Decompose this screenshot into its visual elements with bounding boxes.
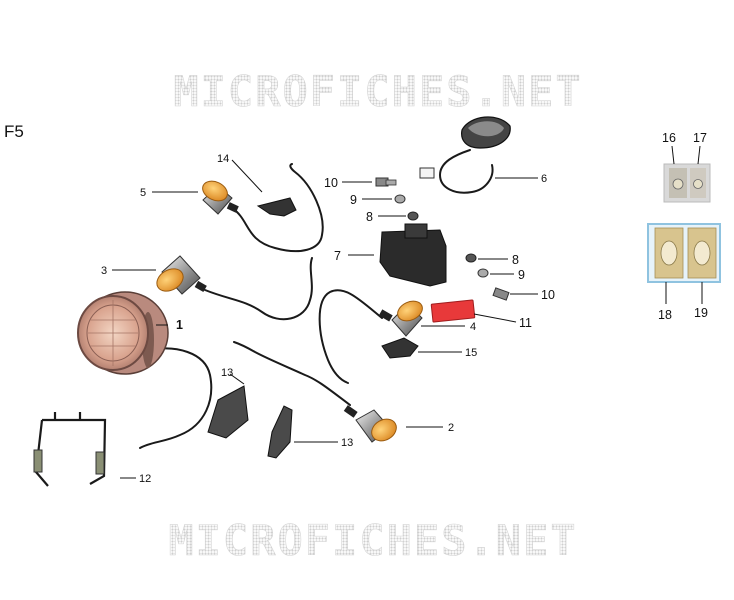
bracket-13-right: [267, 405, 293, 459]
callout-5: 5: [140, 187, 146, 199]
watermark-top-text: MICROFICHES.NET: [173, 67, 582, 116]
bracket-12: [33, 412, 107, 487]
callout-16: 16: [662, 131, 676, 145]
bracket-13-left: [207, 385, 249, 439]
taillight-6: [419, 116, 511, 179]
turn-signal-3: [156, 255, 207, 295]
license-bracket-7: [379, 223, 447, 287]
callout-12: 12: [139, 473, 151, 485]
washer-9-right: [477, 268, 489, 278]
callout-1: 1: [176, 318, 183, 332]
callout-4: 4: [470, 321, 476, 333]
bolt-10-right: [492, 287, 510, 301]
bracket-15: [381, 337, 419, 359]
watermark-top: MICROFICHES.NET: [173, 67, 582, 117]
callout-10-right: 10: [541, 288, 555, 302]
hardware: [375, 177, 510, 301]
callout-11: 11: [519, 316, 532, 330]
callout-7: 7: [334, 249, 341, 263]
callout-8-right: 8: [512, 253, 519, 267]
headlight-1: [77, 291, 169, 375]
figure-label: F5: [4, 122, 24, 141]
callout-10-top: 10: [324, 176, 338, 190]
callout-13-left: 13: [221, 367, 233, 379]
nut-8-top: [407, 211, 419, 221]
bulb-box-18-19: [647, 223, 721, 283]
callout-19: 19: [694, 306, 708, 320]
bulb-box-16-17: [663, 163, 711, 203]
callout-labels: 1 2 3 4 5 6 7 8 8 9 9 10 10 11 12 13 13 …: [101, 131, 708, 485]
turn-signal-4: [378, 300, 423, 337]
callout-6: 6: [541, 173, 547, 185]
callout-9-right: 9: [518, 268, 525, 282]
callout-13-right: 13: [341, 437, 353, 449]
callout-15: 15: [465, 347, 477, 359]
washer-9-top: [394, 194, 406, 204]
callout-14: 14: [217, 153, 229, 165]
callout-3: 3: [101, 265, 107, 277]
leader-lines: [112, 145, 703, 479]
callout-17: 17: [693, 131, 707, 145]
reflector-11: [430, 299, 476, 323]
callout-2: 2: [448, 422, 454, 434]
bracket-14: [256, 197, 297, 217]
callout-18: 18: [658, 308, 672, 322]
turn-signal-2: [343, 405, 397, 443]
turn-signal-5: [202, 180, 239, 215]
watermark-bottom-text: MICROFICHES.NET: [168, 516, 577, 565]
watermark-bottom: MICROFICHES.NET: [168, 516, 577, 566]
nut-8-right: [465, 253, 477, 263]
wiring-harness: [139, 149, 494, 449]
callout-8-top: 8: [366, 210, 373, 224]
callout-9-top: 9: [350, 193, 357, 207]
